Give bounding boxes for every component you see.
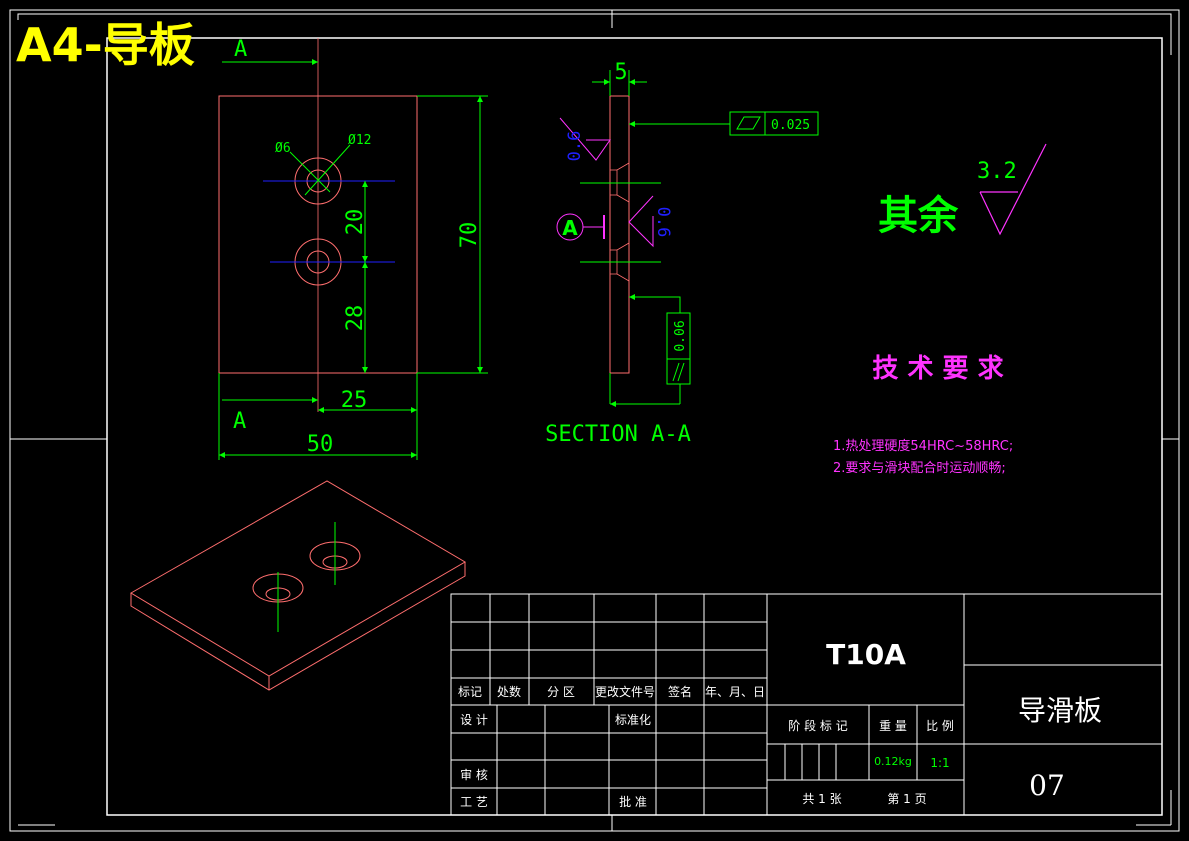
- vertical-dimensions: [362, 95, 488, 374]
- section-mark-bottom: A: [233, 409, 246, 434]
- datum-a-symbol: [556, 213, 605, 241]
- rev-header-count: 处数: [497, 684, 521, 699]
- front-view: Ø6 Ø12 A A 20 28 70 25 50: [218, 37, 488, 460]
- dim-hole-x: 25: [341, 388, 368, 413]
- review-label: 审 核: [460, 767, 488, 782]
- general-roughness-note: 其余 3.2: [878, 143, 1047, 239]
- scale-label: 比 例: [926, 719, 954, 733]
- tech-req-heading: 技 术 要 求: [872, 354, 1003, 384]
- flatness-tolerance-frame: [729, 111, 819, 136]
- sheet-frame: [9, 9, 1180, 832]
- rev-header-mark: 标记: [458, 685, 482, 699]
- dim-plate-height: 70: [457, 222, 482, 249]
- horizontal-dimensions: [218, 373, 418, 460]
- section-view: 5 0.025 0.06 0.6 0.6: [545, 60, 819, 447]
- dim-hole-to-bottom: 28: [343, 305, 368, 332]
- datum-label: A: [562, 216, 578, 240]
- technical-requirements: 技 术 要 求 1.热处理硬度54HRC~58HRC; 2.要求与滑块配合时运动…: [833, 354, 1013, 476]
- small-hole-diameter: Ø6: [275, 141, 291, 156]
- standardization-label: 标准化: [615, 713, 651, 727]
- parallelism-value: 0.06: [673, 320, 688, 351]
- remaining-surfaces-label: 其余: [878, 193, 959, 239]
- stage-mark-label: 阶 段 标 记: [788, 718, 847, 733]
- process-label: 工 艺: [460, 795, 488, 809]
- section-mark-top: A: [234, 37, 247, 62]
- design-label: 设 计: [460, 713, 488, 727]
- title-block-text: T10A 导滑板 07 标记 处数 分 区 更改文件号 签名 年、月、日 设 计…: [458, 638, 1102, 809]
- approve-label: 批 准: [619, 794, 647, 809]
- drawing-number: 07: [1029, 769, 1065, 802]
- sheet-number: 第 1 页: [887, 792, 926, 806]
- roughness-datum-side: 0.6: [653, 207, 673, 238]
- large-hole-diameter: Ø12: [348, 133, 371, 148]
- parallelism-tolerance-frame: [666, 312, 691, 385]
- section-outline: [609, 95, 630, 374]
- section-caption: SECTION A-A: [545, 422, 691, 447]
- dim-section-thickness: 5: [614, 60, 627, 85]
- mass-label: 重 量: [879, 719, 907, 733]
- roughness-top: 0.6: [565, 131, 585, 162]
- title-block: [450, 593, 1163, 816]
- remaining-roughness-value: 3.2: [977, 159, 1017, 184]
- tech-req-item-2: 2.要求与滑块配合时运动顺畅;: [833, 461, 1006, 476]
- part-name-label: 导滑板: [1018, 694, 1102, 727]
- centerlines: [263, 180, 395, 263]
- dim-plate-width: 50: [307, 432, 334, 457]
- mass-value: 0.12kg: [874, 755, 912, 768]
- material-label: T10A: [826, 638, 906, 671]
- isometric-view: [130, 480, 466, 691]
- dim-hole-pitch: 20: [343, 209, 368, 236]
- tech-req-item-1: 1.热处理硬度54HRC~58HRC;: [833, 438, 1013, 454]
- rev-header-date: 年、月、日: [705, 685, 765, 699]
- rev-header-zone: 分 区: [547, 685, 575, 699]
- sheet-title: A4-导板: [16, 18, 195, 72]
- rev-header-signature: 签名: [668, 684, 692, 699]
- flatness-value: 0.025: [771, 118, 810, 133]
- rev-header-change-doc: 更改文件号: [595, 684, 655, 699]
- sheets-total: 共 1 张: [802, 792, 841, 806]
- scale-value: 1:1: [930, 756, 949, 770]
